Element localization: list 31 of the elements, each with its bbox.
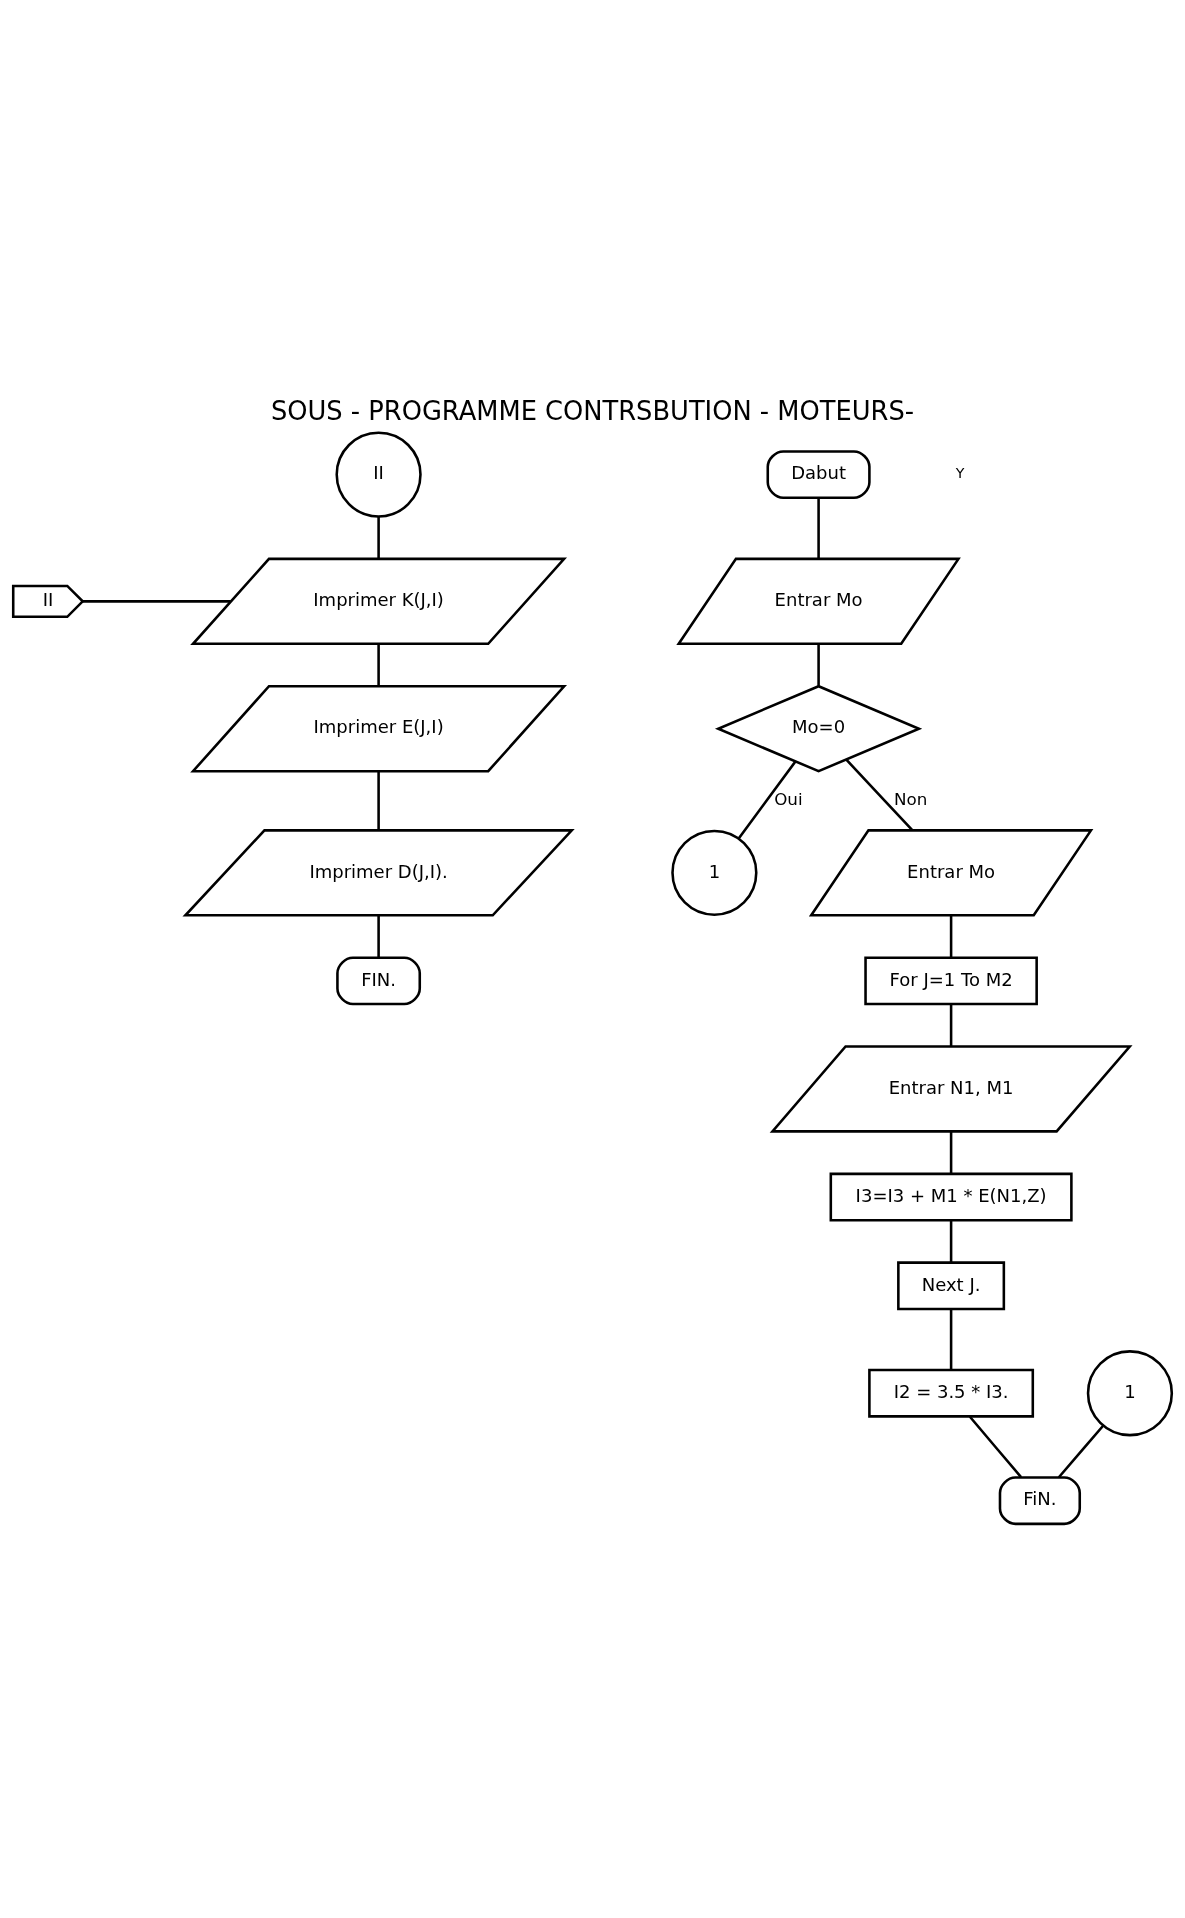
connector (377, 771, 380, 830)
connector (377, 516, 380, 559)
connector (82, 600, 231, 603)
node-box: I2 = 3.5 * I3. (868, 1368, 1035, 1418)
node-box: For J=1 To M2 (864, 956, 1038, 1006)
edge-label: Non (893, 789, 928, 810)
node-circle: 1 (1086, 1350, 1174, 1437)
connector (377, 643, 380, 686)
connector (949, 1309, 953, 1370)
node-circle: II (335, 431, 422, 518)
connector (949, 915, 953, 958)
node-circle: 1 (671, 829, 758, 916)
node-box: Dabut (766, 450, 871, 500)
connector (845, 758, 914, 831)
connector (949, 1220, 953, 1263)
connector (968, 1415, 1023, 1479)
node-box: FiN. (998, 1476, 1082, 1526)
connector (737, 760, 797, 839)
label: Y (955, 465, 965, 482)
edge-label: Oui (774, 789, 803, 810)
connector (817, 498, 820, 559)
node-box: I3=I3 + M1 * E(N1,Z) (829, 1172, 1073, 1222)
connector (949, 1131, 953, 1174)
node-diamond: Mo=0 (714, 684, 923, 773)
connector (817, 643, 820, 686)
node-box: Next J. (897, 1261, 1006, 1311)
connector (377, 915, 380, 958)
connector (1057, 1425, 1104, 1479)
connector (949, 1004, 953, 1047)
node-box: FIN. (336, 956, 422, 1006)
diagram-title: SOUS - PROGRAMME CONTRSBUTION - MOTEURS- (270, 395, 915, 426)
